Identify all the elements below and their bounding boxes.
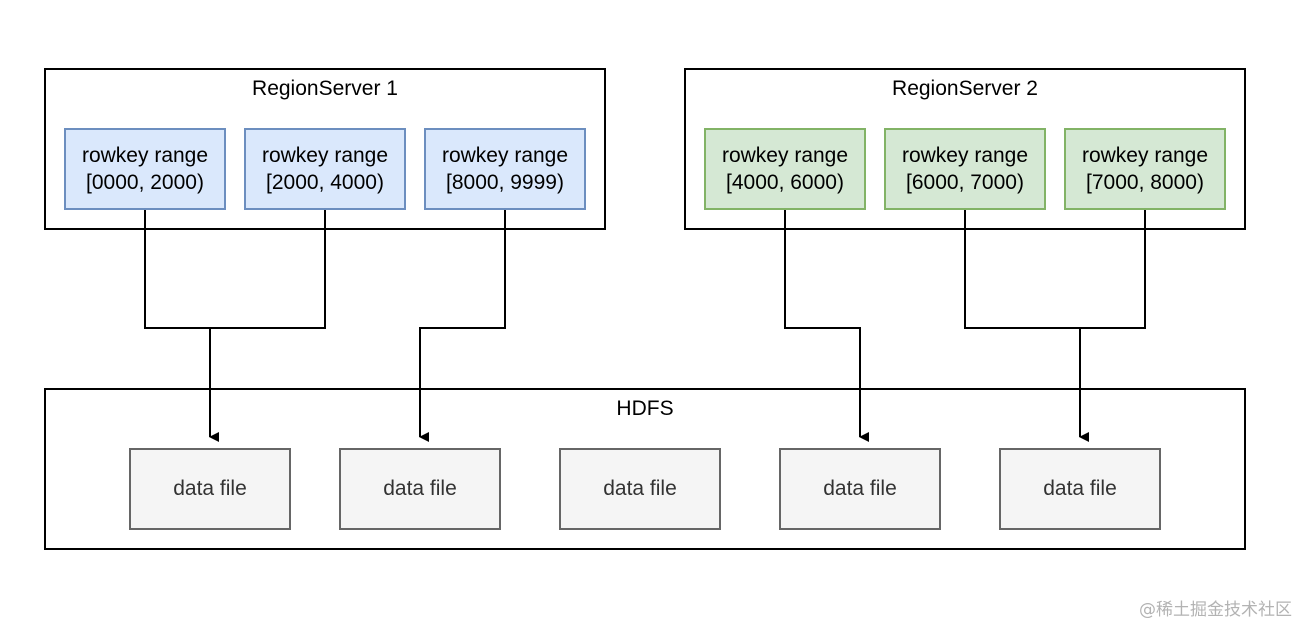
data-file-2: data file	[339, 448, 501, 530]
watermark: @稀土掘金技术社区	[1139, 600, 1292, 620]
regionserver-1-title: RegionServer 1	[252, 77, 398, 100]
region-label: rowkey range	[1081, 144, 1209, 167]
region-label: rowkey range	[261, 144, 389, 167]
regionserver-2-title: RegionServer 2	[892, 77, 1038, 100]
data-file-3: data file	[559, 448, 721, 530]
region-box-s2-3: rowkey range [7000, 8000)	[1064, 128, 1226, 210]
region-box-s2-2: rowkey range [6000, 7000)	[884, 128, 1046, 210]
region-box-s1-3: rowkey range [8000, 9999)	[424, 128, 586, 210]
region-range: [2000, 4000)	[266, 171, 384, 194]
region-range: [8000, 9999)	[446, 171, 564, 194]
hdfs-title: HDFS	[616, 397, 674, 420]
data-file-5: data file	[999, 448, 1161, 530]
region-box-s2-1: rowkey range [4000, 6000)	[704, 128, 866, 210]
region-label: rowkey range	[441, 144, 569, 167]
region-label: rowkey range	[721, 144, 849, 167]
region-box-s1-2: rowkey range [2000, 4000)	[244, 128, 406, 210]
data-file-1: data file	[129, 448, 291, 530]
region-range: [7000, 8000)	[1086, 171, 1204, 194]
region-range: [4000, 6000)	[726, 171, 844, 194]
region-range: [0000, 2000)	[86, 171, 204, 194]
region-label: rowkey range	[901, 144, 1029, 167]
region-range: [6000, 7000)	[906, 171, 1024, 194]
region-box-s1-1: rowkey range [0000, 2000)	[64, 128, 226, 210]
region-label: rowkey range	[81, 144, 209, 167]
data-file-4: data file	[779, 448, 941, 530]
